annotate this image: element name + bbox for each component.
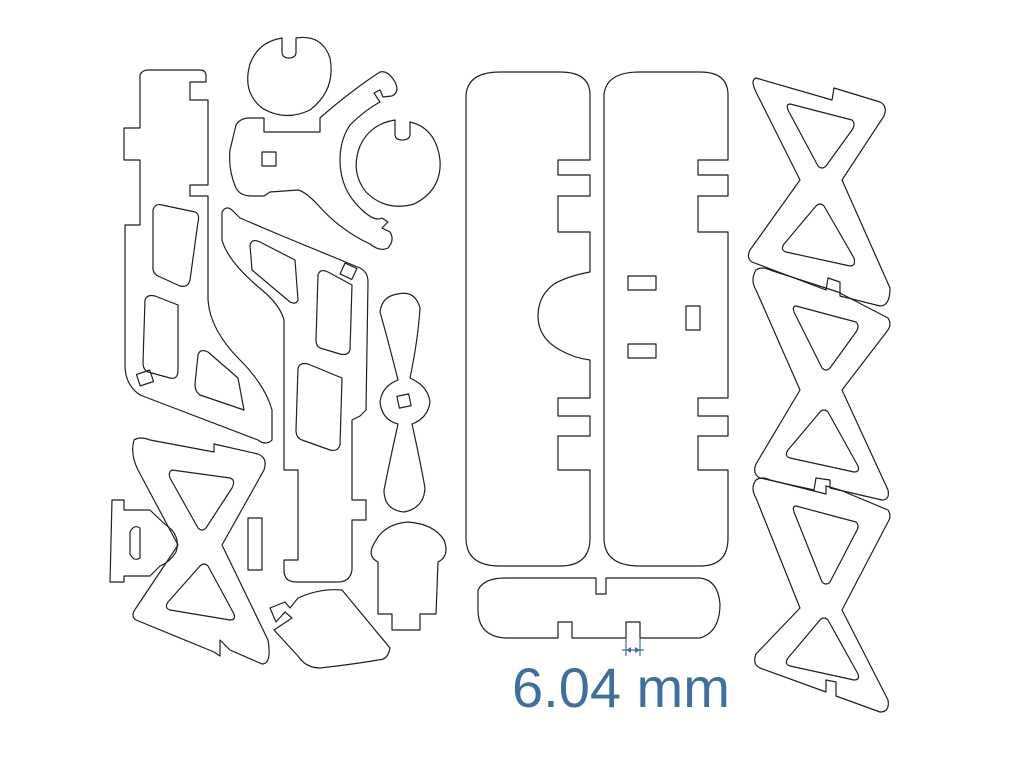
x-frame-right-3[interactable] [752, 477, 891, 713]
cutout-4 [249, 239, 299, 304]
x-frame-right-2-hole-bottom [785, 409, 860, 473]
cutout-3 [194, 349, 245, 411]
x-frame-left-hole-top [168, 469, 235, 531]
x-frame-right-1[interactable] [747, 77, 891, 307]
x-frame-right-1-hole-bottom [781, 203, 856, 267]
slot-1 [135, 369, 155, 387]
x-frame-right-2-hole-top [792, 305, 859, 371]
cutout-1 [152, 203, 200, 287]
fuselage-side-plate[interactable] [123, 69, 273, 444]
tailplane[interactable] [477, 577, 721, 639]
x-frame-right-3-hole-bottom [785, 617, 860, 681]
wheel-disc-mid[interactable] [355, 119, 441, 207]
x-frame-right-3-hole-top [792, 505, 859, 585]
cutout-6 [295, 362, 343, 452]
wing-slot-1 [627, 275, 657, 291]
x-frame-left-hole-bottom [165, 563, 236, 621]
wheel-disc-top[interactable] [247, 36, 332, 117]
slot-3 [261, 151, 277, 167]
wing-left[interactable] [465, 71, 591, 567]
slot-2 [339, 262, 358, 280]
x-frame-left[interactable] [132, 437, 270, 665]
cutout-5 [315, 269, 353, 356]
wing-bracket[interactable] [229, 71, 398, 250]
small-bar[interactable] [247, 517, 263, 571]
mushroom-mount[interactable] [370, 521, 447, 631]
wing-slot-3 [685, 305, 701, 331]
tag-piece[interactable] [269, 589, 391, 669]
clip-hole [129, 526, 141, 560]
propeller[interactable] [379, 292, 431, 513]
wing-right[interactable] [603, 71, 729, 567]
x-frame-right-2[interactable] [752, 267, 891, 501]
dimension-marker [622, 638, 644, 656]
fuselage-inner-plate[interactable] [221, 207, 369, 583]
dimension-label: 6.04 mm [512, 656, 730, 719]
cutout-2 [142, 294, 179, 379]
prop-hub-slot [396, 393, 412, 409]
clip-piece[interactable] [109, 499, 178, 583]
wing-slot-2 [627, 343, 657, 359]
x-frame-right-1-hole-top [786, 103, 855, 169]
